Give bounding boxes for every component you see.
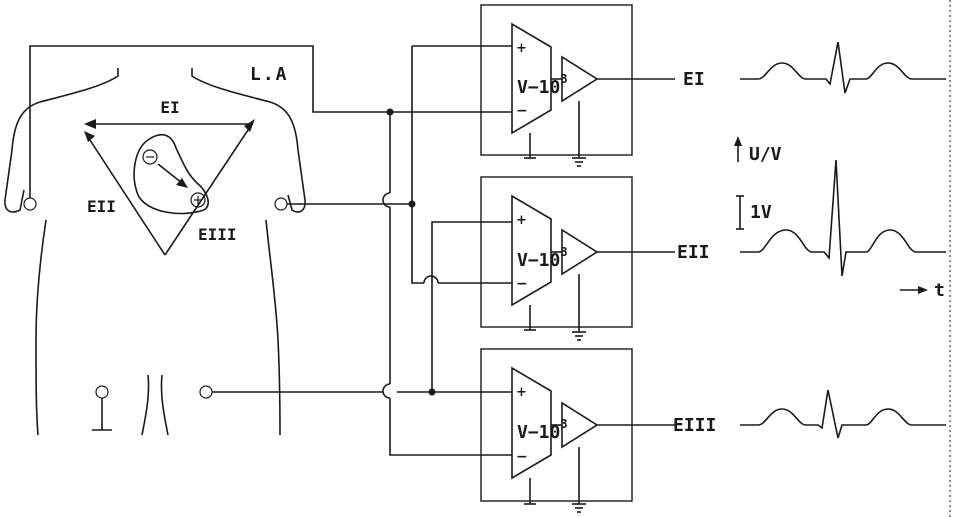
amplifier-3: + − V−103 <box>480 348 675 513</box>
electrode-ground <box>95 385 109 399</box>
lead-1-arrow-label: EI <box>160 98 179 117</box>
amplifier-2: + − V−103 <box>480 176 675 341</box>
output-label-3: EIII <box>673 415 716 436</box>
scale-label: 1V <box>750 202 772 223</box>
ecg-trace-3 <box>740 389 946 439</box>
plus-label: + <box>516 385 527 400</box>
amplifier-1: + − V−103 <box>480 4 675 167</box>
einthoven-triangle <box>84 119 255 256</box>
amp-gain-label: V−103 <box>517 417 568 443</box>
negative-pole-icon <box>142 149 158 165</box>
y-axis-indicator: U/V <box>734 136 782 165</box>
electrode-left-leg <box>199 385 213 399</box>
arrowhead-right <box>244 119 255 132</box>
plus-label: + <box>516 213 527 228</box>
time-axis-label: t <box>934 280 945 301</box>
minus-label: − <box>516 103 528 119</box>
output-label-2: EII <box>677 242 710 263</box>
torso-outline <box>4 68 306 436</box>
right-arrow-icon <box>918 286 928 294</box>
minus-label: − <box>516 276 528 292</box>
ecg-trace-1 <box>740 41 946 94</box>
minus-label: − <box>516 449 528 465</box>
amp-gain-label: V−103 <box>517 245 568 271</box>
lead-3-arrow-label: EIII <box>198 225 237 244</box>
positive-pole-icon <box>190 192 206 208</box>
lead-2-arrow-label: EII <box>87 197 116 216</box>
ecg-trace-2 <box>740 159 946 277</box>
up-arrow-icon <box>734 136 742 146</box>
output-label-1: EI <box>683 69 705 90</box>
y-axis-label: U/V <box>749 144 782 165</box>
left-arm-label: L.A <box>250 64 289 85</box>
arrowhead-down-left <box>84 131 95 142</box>
time-axis-indicator: t <box>900 280 945 301</box>
heart-dipole <box>142 149 206 208</box>
wiring <box>29 45 512 456</box>
electrode-left-arm <box>274 197 288 211</box>
dipole-arrow-icon <box>176 178 188 188</box>
heart-outline <box>133 133 209 215</box>
plus-label: + <box>516 41 527 56</box>
amp-gain-label: V−103 <box>517 72 568 98</box>
electrodes <box>23 197 288 431</box>
arrowhead-left <box>84 119 96 129</box>
scale-bar: 1V <box>736 195 772 230</box>
electrode-right-arm <box>23 197 37 211</box>
